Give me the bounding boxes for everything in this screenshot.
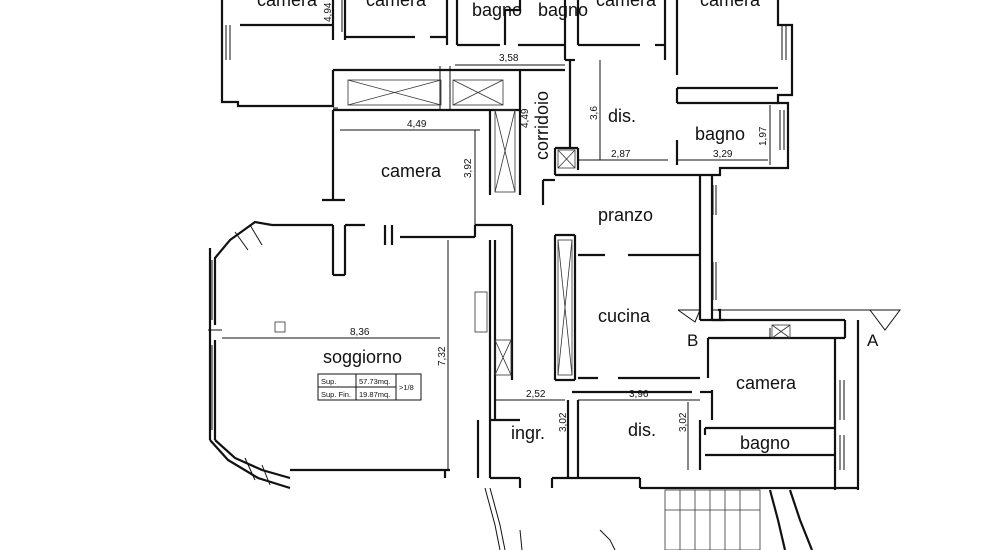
area-table-row2-label: Sup. Fin. — [321, 390, 351, 399]
dimension-label: 4,49 — [407, 119, 427, 130]
section-marker-b: B — [687, 331, 698, 350]
area-table-row2-value: 19.87mq. — [359, 390, 390, 399]
room-label-bagno-right: bagno — [695, 124, 745, 144]
room-label-corridoio: corridoio — [532, 91, 552, 160]
room-label-camera-top-4: camera — [700, 0, 761, 10]
room-label-bagno-top-2: bagno — [538, 0, 588, 20]
room-label-soggiorno: soggiorno — [323, 347, 402, 367]
room-label-cucina: cucina — [598, 306, 651, 326]
area-table-ratio: >1/8 — [399, 383, 414, 392]
dimension-label: 4,94 — [323, 2, 334, 22]
room-label-dis-bottom: dis. — [628, 420, 656, 440]
area-table: Sup. 57.73mq. Sup. Fin. 19.87mq. >1/8 — [317, 373, 422, 401]
dimension-labels: 4,94 3,58 4,49 4,49 3,6 3,92 2,87 3,29 1… — [323, 2, 769, 432]
dimension-label: 3,29 — [713, 149, 733, 160]
room-label-camera-mid: camera — [381, 161, 442, 181]
section-markers: B A — [677, 309, 901, 350]
area-table-row1-label: Sup. — [321, 377, 336, 386]
room-label-ingr: ingr. — [511, 423, 545, 443]
dimension-label: 3,02 — [678, 412, 689, 432]
dimension-lines — [222, 0, 771, 470]
dimension-label: 3,6 — [589, 106, 600, 120]
walls — [208, 0, 860, 490]
windows — [208, 25, 845, 486]
dimension-label: 7,32 — [437, 346, 448, 366]
dimension-label: 4,49 — [520, 108, 531, 128]
staircase — [484, 487, 814, 550]
dimension-label: 1,97 — [758, 126, 769, 146]
dimension-label: 8,36 — [350, 327, 370, 338]
dimension-label: 3,02 — [558, 412, 569, 432]
room-label-camera-top-3: camera — [596, 0, 657, 10]
dimension-label: 3,58 — [499, 53, 519, 64]
room-label-camera-top-2: camera — [366, 0, 427, 10]
dimension-label: 3,96 — [629, 389, 649, 400]
area-table-row1-value: 57.73mq. — [359, 377, 390, 386]
room-label-dis-top: dis. — [608, 106, 636, 126]
room-labels: camera camera bagno bagno camera camera … — [257, 0, 797, 453]
dimension-label: 2,87 — [611, 149, 631, 160]
section-marker-a: A — [867, 331, 879, 350]
fixtures — [274, 79, 791, 376]
room-label-camera-top-left: camera — [257, 0, 318, 10]
room-label-bagno-top-1: bagno — [472, 0, 522, 20]
room-label-camera-right: camera — [736, 373, 797, 393]
dimension-label: 3,92 — [463, 158, 474, 178]
room-label-bagno-lower: bagno — [740, 433, 790, 453]
room-label-pranzo: pranzo — [598, 205, 653, 225]
dimension-label: 2,52 — [526, 389, 546, 400]
